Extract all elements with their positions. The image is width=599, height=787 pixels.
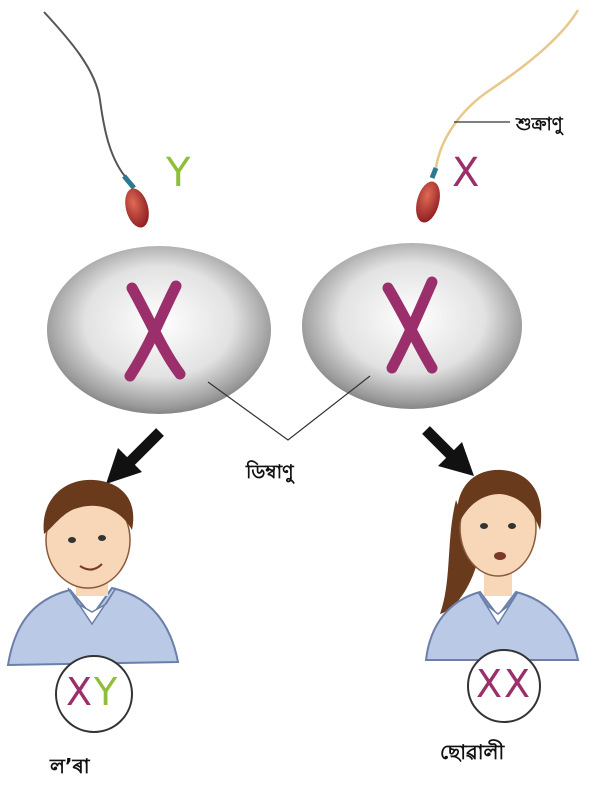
sperm-left bbox=[44, 12, 153, 230]
ovum-label: ডিম্বাণু bbox=[246, 458, 294, 490]
boy-x-chromosome: X bbox=[66, 670, 92, 714]
arrow-to-girl bbox=[426, 430, 474, 476]
sperm-label: শুক্ৰাণু bbox=[516, 110, 563, 141]
girl-x-chromosome-2: X bbox=[504, 662, 530, 706]
sperm-right-x-chromosome: X bbox=[452, 150, 479, 196]
boy-figure bbox=[8, 480, 178, 665]
boy-y-chromosome: Y bbox=[94, 670, 117, 714]
girl-x-chromosome-1: X bbox=[476, 662, 502, 706]
arrow-to-boy bbox=[106, 432, 160, 484]
girl-figure bbox=[426, 470, 578, 660]
sperm-left-y-chromosome: Y bbox=[166, 150, 190, 196]
girl-label: ছোৱালী bbox=[440, 738, 504, 771]
boy-label: ল’ৰা bbox=[50, 752, 90, 785]
